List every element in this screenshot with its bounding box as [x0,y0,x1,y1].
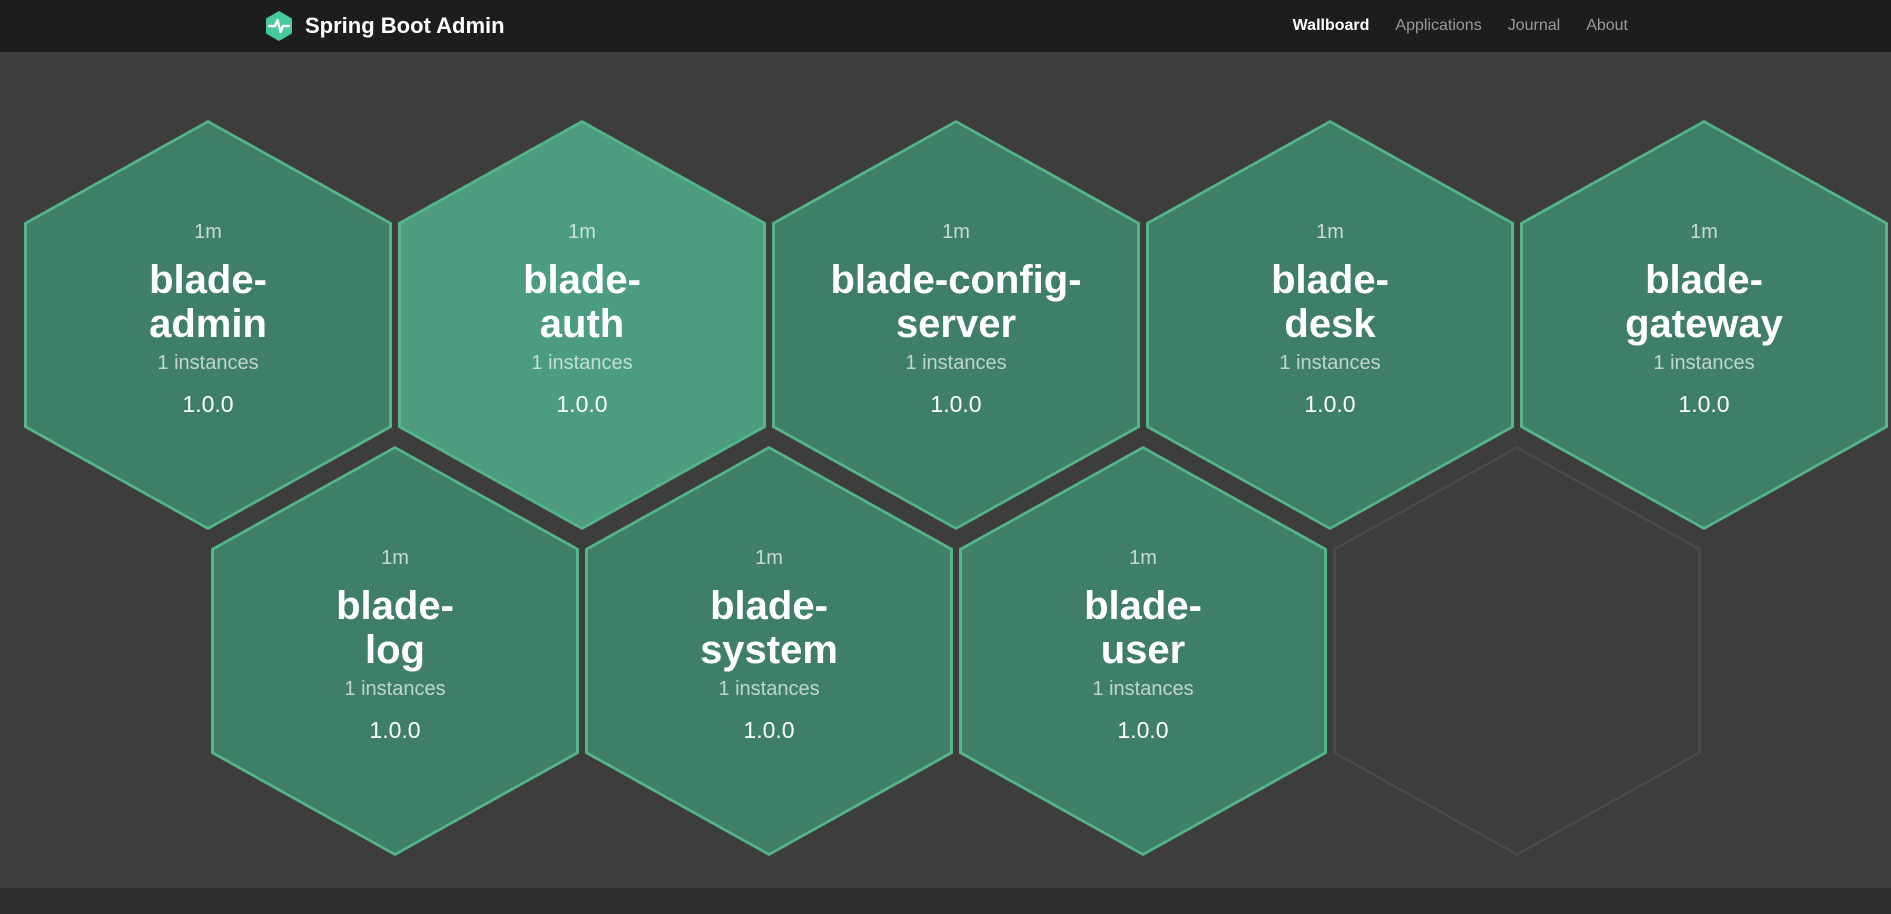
empty-hexagon-placeholder [1333,446,1701,856]
nav-links: Wallboard Applications Journal About [1293,17,1628,35]
nav-item-journal[interactable]: Journal [1507,17,1561,34]
app-uptime: 1m [1129,546,1157,569]
brand-title: Spring Boot Admin [305,13,505,38]
app-version: 1.0.0 [369,716,421,743]
spring-boot-admin-logo-icon [263,10,295,42]
hexagon-fill: 1m blade- user 1 instances 1.0.0 [962,449,1324,853]
app-version: 1.0.0 [743,716,795,743]
app-uptime: 1m [1316,220,1344,243]
application-hexagon-blade-admin[interactable]: 1m blade- admin 1 instances 1.0.0 [24,120,392,530]
app-name: blade-config- server [830,257,1082,346]
nav-item-wallboard[interactable]: Wallboard [1292,17,1370,34]
hexagon-fill: 1m blade- auth 1 instances 1.0.0 [401,123,763,527]
app-version: 1.0.0 [1678,390,1730,417]
hexagon-fill: 1m blade- admin 1 instances 1.0.0 [27,123,389,527]
app-name: blade- user [1084,583,1202,672]
app-name: blade- log [336,583,454,672]
hexagon-fill [1336,449,1698,853]
app-uptime: 1m [942,220,970,243]
hexagon-fill: 1m blade- log 1 instances 1.0.0 [214,449,576,853]
app-name: blade- gateway [1625,257,1783,346]
app-uptime: 1m [568,220,596,243]
app-instances: 1 instances [531,351,633,374]
hexagon-fill: 1m blade- system 1 instances 1.0.0 [588,449,950,853]
app-name: blade- auth [523,257,641,346]
app-version: 1.0.0 [1117,716,1169,743]
app-uptime: 1m [194,220,222,243]
app-uptime: 1m [381,546,409,569]
nav-item-about[interactable]: About [1586,17,1628,34]
app-instances: 1 instances [905,351,1007,374]
app-uptime: 1m [1690,220,1718,243]
nav-item-applications[interactable]: Applications [1395,17,1482,34]
app-name: blade- desk [1271,257,1389,346]
footer-bar [0,888,1891,914]
app-version: 1.0.0 [1304,390,1356,417]
application-hexagon-blade-user[interactable]: 1m blade- user 1 instances 1.0.0 [959,446,1327,856]
app-instances: 1 instances [718,677,820,700]
application-hexagon-blade-system[interactable]: 1m blade- system 1 instances 1.0.0 [585,446,953,856]
hexagon-fill: 1m blade- desk 1 instances 1.0.0 [1149,123,1511,527]
brand[interactable]: Spring Boot Admin [263,10,505,42]
hexagon-fill: 1m blade- gateway 1 instances 1.0.0 [1523,123,1885,527]
application-hexagon-blade-log[interactable]: 1m blade- log 1 instances 1.0.0 [211,446,579,856]
app-instances: 1 instances [1092,677,1194,700]
app-instances: 1 instances [344,677,446,700]
app-name: blade- system [700,583,838,672]
app-instances: 1 instances [1653,351,1755,374]
application-hexagon-blade-config-server[interactable]: 1m blade-config- server 1 instances 1.0.… [772,120,1140,530]
application-hexagon-blade-auth[interactable]: 1m blade- auth 1 instances 1.0.0 [398,120,766,530]
hexagon-fill: 1m blade-config- server 1 instances 1.0.… [775,123,1137,527]
navbar-container: Spring Boot Admin Wallboard Applications… [263,0,1628,52]
app-version: 1.0.0 [556,390,608,417]
application-hexagon-blade-gateway[interactable]: 1m blade- gateway 1 instances 1.0.0 [1520,120,1888,530]
app-instances: 1 instances [157,351,259,374]
application-hexagon-blade-desk[interactable]: 1m blade- desk 1 instances 1.0.0 [1146,120,1514,530]
app-uptime: 1m [755,546,783,569]
app-name: blade- admin [149,257,267,346]
app-instances: 1 instances [1279,351,1381,374]
app-version: 1.0.0 [930,390,982,417]
navbar: Spring Boot Admin Wallboard Applications… [0,0,1891,52]
wallboard: 1m blade- admin 1 instances 1.0.0 1m bla… [0,52,1891,914]
app-version: 1.0.0 [182,390,234,417]
